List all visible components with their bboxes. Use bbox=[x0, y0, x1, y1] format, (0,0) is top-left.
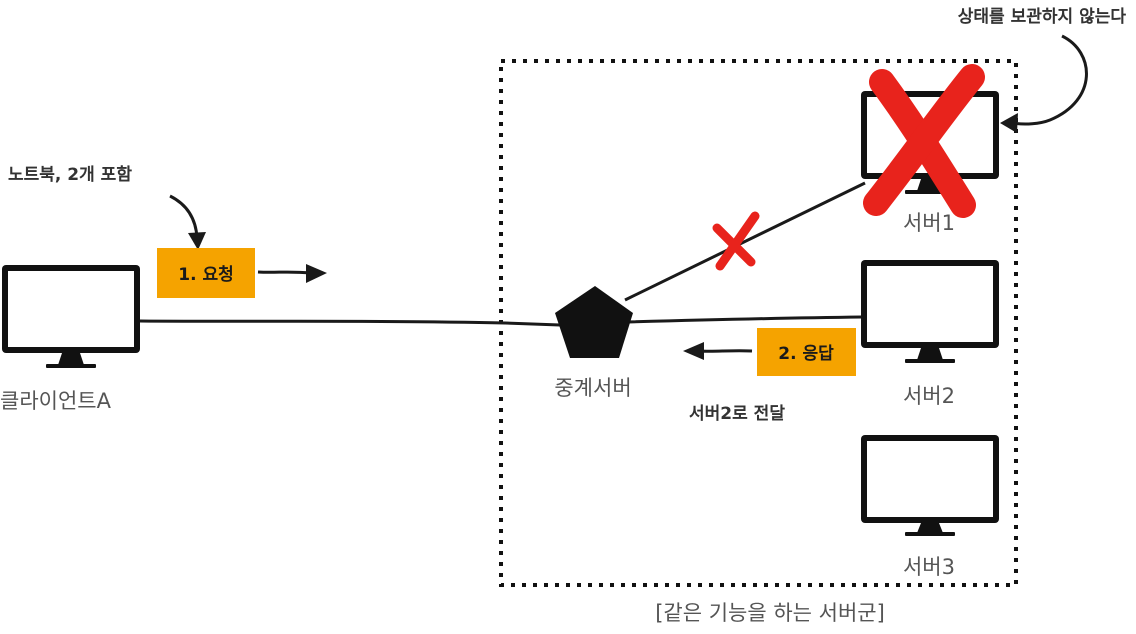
client-proxy-line bbox=[139, 319, 561, 327]
client-monitor-icon bbox=[2, 265, 140, 368]
stateless-note-arrow-icon bbox=[1000, 34, 1088, 133]
proxy-pentagon-icon bbox=[555, 286, 633, 358]
proxy-server1-line bbox=[624, 181, 866, 302]
server3-label: 서버3 bbox=[903, 555, 955, 579]
server-group-label: [같은 기능을 하는 서버군] bbox=[655, 601, 885, 625]
server2-monitor-icon bbox=[861, 260, 999, 363]
line-failure-cross-icon bbox=[712, 211, 760, 271]
client-label: 클라이언트A bbox=[0, 389, 112, 413]
response-tag bbox=[757, 328, 856, 376]
laptop-note: 노트북, 2개 포함 bbox=[8, 164, 132, 185]
stateless-note: 상태를 보관하지 않는다 bbox=[958, 7, 1127, 27]
laptop-note-arrow-icon bbox=[169, 194, 206, 250]
response-tag-label: 2. 응답 bbox=[778, 344, 834, 364]
server1-failure-cross-icon bbox=[863, 64, 985, 218]
forward-note: 서버2로 전달 bbox=[689, 403, 785, 424]
proxy-server2-line bbox=[627, 315, 863, 324]
request-tag-label: 1. 요청 bbox=[178, 264, 234, 285]
server3-monitor-icon bbox=[861, 435, 999, 536]
request-arrow-icon bbox=[257, 264, 327, 283]
request-tag bbox=[157, 248, 255, 298]
response-arrow-icon bbox=[683, 342, 753, 360]
server2-label: 서버2 bbox=[903, 384, 955, 408]
server1-label: 서버1 bbox=[903, 211, 955, 235]
proxy-label: 중계서버 bbox=[554, 376, 631, 400]
